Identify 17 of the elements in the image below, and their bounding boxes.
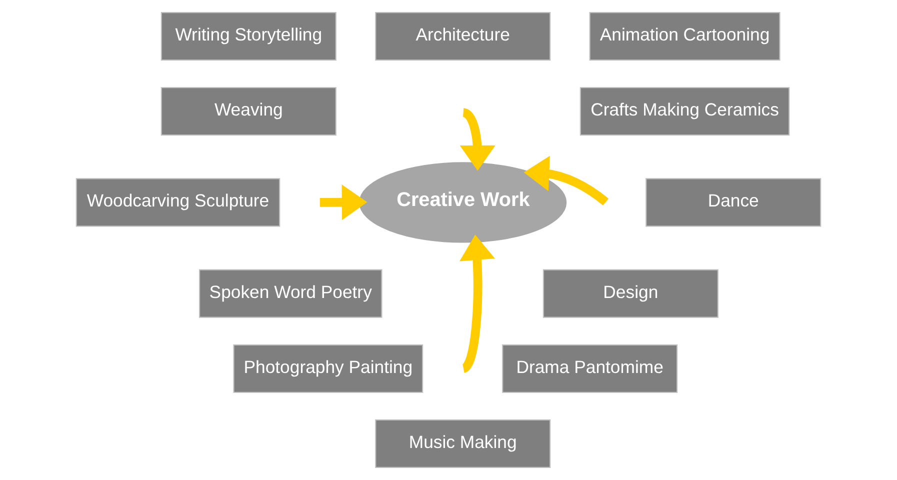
arrow [460,234,495,372]
arrow [460,108,496,171]
node-ellipse: Creative Work [359,162,567,243]
node-box: Photography Painting [233,344,424,393]
node-box: Spoken Word Poetry [198,269,382,318]
node-box: Music Making [375,419,551,468]
node-box: Dance [646,178,822,227]
node-box: Drama Pantomime [502,344,678,393]
node-box: Writing Storytelling [160,12,336,61]
node-box: Architecture [375,12,551,61]
node-box: Design [542,269,718,318]
node-box: Woodcarving Sculpture [76,178,280,227]
node-box: Animation Cartooning [589,12,780,61]
arrow [524,156,609,206]
node-box: Weaving [160,87,336,136]
arrow [320,184,368,220]
node-box: Crafts Making Ceramics [580,87,790,136]
